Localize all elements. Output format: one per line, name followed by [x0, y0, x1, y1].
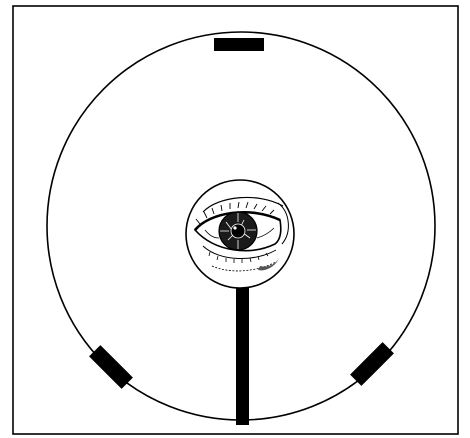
stem-bar — [236, 285, 249, 425]
top-marker — [214, 38, 264, 51]
